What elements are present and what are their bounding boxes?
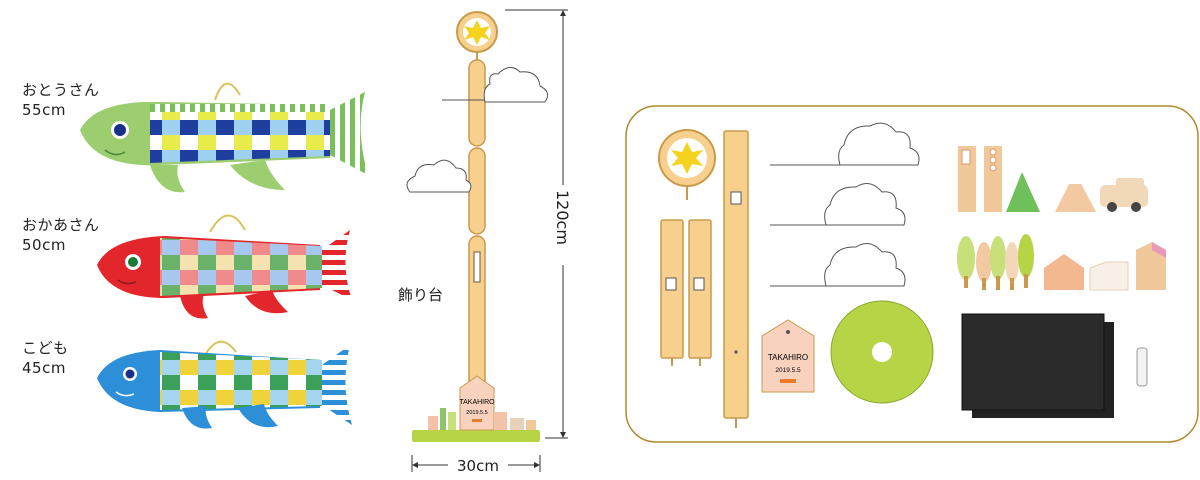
koi-size: 55cm: [22, 101, 66, 119]
height-dimension-label: 120cm: [553, 190, 572, 245]
tag-name-text: TAKAHIRO: [459, 399, 495, 406]
tag-date-text: 2019.5.5: [775, 367, 801, 374]
cloud-arm-piece: [770, 182, 906, 226]
tag-name-text: TAKAHIRO: [768, 353, 808, 362]
peg-piece: [1136, 347, 1148, 387]
town-miniature: [428, 408, 536, 430]
kit-contents-panel: TAKAHIRO 2019.5.5: [625, 105, 1199, 443]
koi-mother: [97, 214, 352, 319]
koi-child: [97, 340, 352, 429]
width-dimension-label: 30cm: [457, 457, 499, 475]
koi-label-mother: おかあさん 50cm: [22, 215, 100, 255]
koi-size: 45cm: [22, 359, 66, 377]
cloud-arm-piece: [770, 122, 920, 166]
cloud-arm: [483, 67, 549, 103]
stand-diagram: TAKAHIRO 2019.5.5 120cm 30cm 飾り台: [398, 9, 572, 475]
koi-label-father: おとうさん 55cm: [22, 80, 100, 120]
black-board-piece: [961, 313, 1105, 411]
koi-name: こども: [22, 339, 69, 357]
koi-label-child: こども 45cm: [22, 338, 69, 378]
name-tag-piece: [761, 319, 815, 393]
base-label: 飾り台: [398, 286, 443, 304]
koi-name: おかあさん: [22, 216, 100, 234]
koi-size: 50cm: [22, 236, 66, 254]
name-tag: [459, 375, 495, 431]
long-pole-piece: [723, 130, 749, 419]
wooden-figures-row1: [958, 146, 1148, 212]
cloud-arm: [406, 159, 472, 193]
wooden-figures-row2: [957, 234, 1166, 291]
tag-date-text: 2019.5.5: [466, 410, 487, 416]
base-plate: [412, 430, 540, 442]
koi-father: [80, 82, 368, 193]
cloud-arm-piece: [770, 242, 906, 287]
pole-segment: [468, 59, 486, 147]
pole-segment: [468, 147, 486, 235]
koi-name: おとうさん: [22, 81, 100, 99]
